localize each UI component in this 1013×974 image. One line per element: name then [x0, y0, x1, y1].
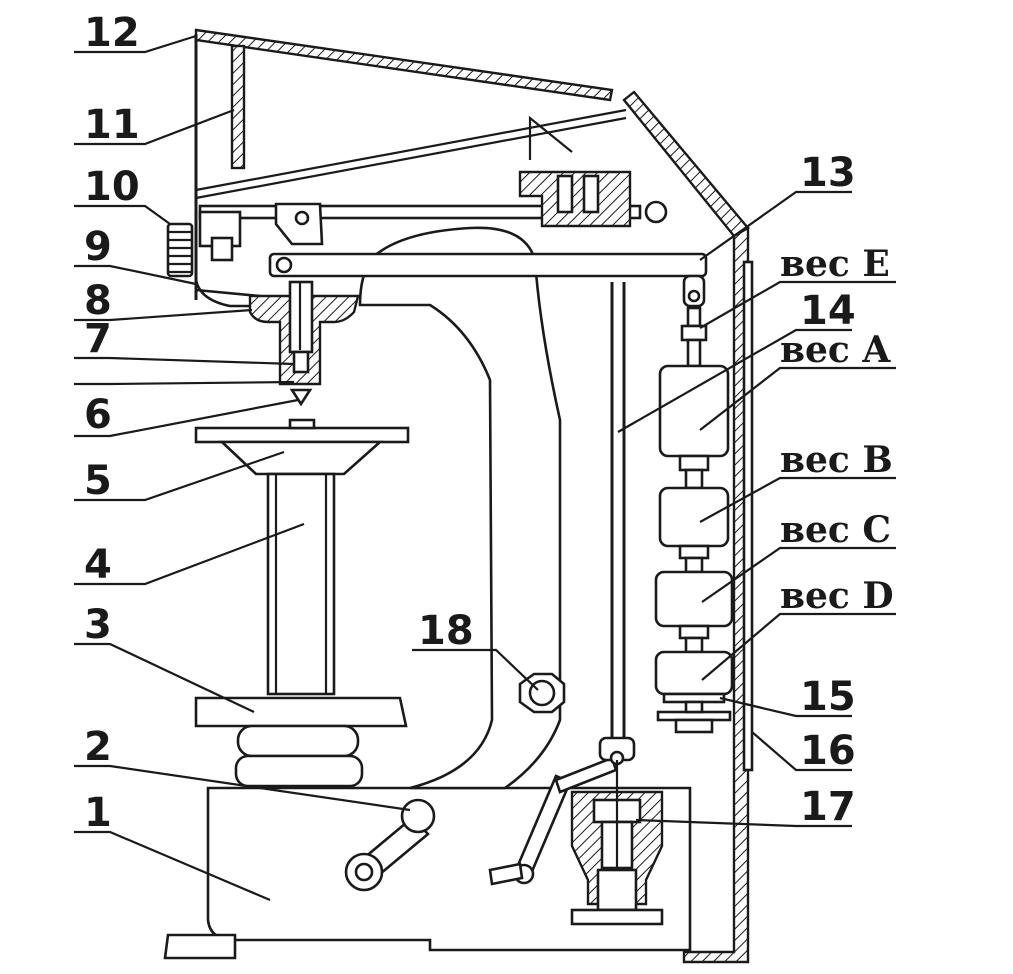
indenter-head [194, 279, 360, 407]
callout-7: 7 [84, 316, 112, 362]
housing-roof-right [622, 90, 750, 238]
handwheel[interactable] [166, 222, 194, 278]
callout-14: 14 [800, 288, 856, 334]
upper-lever-pivot [644, 200, 668, 224]
lifting-screw[interactable] [266, 472, 336, 696]
main-lever [268, 252, 708, 278]
callout-numbers: 12 11 10 9 8 7 6 5 4 3 2 1 18 13 14 15 1… [84, 10, 856, 836]
indenter-tip[interactable] [289, 388, 313, 407]
weight-label-c: вес C [780, 509, 891, 551]
callout-15: 15 [800, 674, 856, 720]
weight-label-a: вес A [780, 329, 891, 371]
load-handle[interactable] [344, 798, 436, 892]
callout-11: 11 [84, 102, 140, 148]
weight-d [654, 650, 734, 696]
lower-linkage [488, 756, 618, 886]
weight-stack [610, 274, 734, 748]
callout-18: 18 [418, 608, 474, 654]
frame-column [358, 226, 562, 790]
callout-1: 1 [84, 790, 112, 836]
weight-label-e: вес E [780, 243, 890, 285]
rider-weight [518, 170, 632, 228]
callout-3: 3 [84, 602, 112, 648]
side-panel [742, 260, 754, 772]
callout-10: 10 [84, 164, 140, 210]
weight-label-d: вес D [780, 575, 894, 617]
callout-5: 5 [84, 458, 112, 504]
lever-system [166, 115, 708, 278]
base-foot-left [163, 933, 237, 960]
weight-labels: вес E вес A вес B вес C вес D [780, 243, 894, 617]
weight-c [654, 570, 734, 628]
indenter-holder [292, 350, 310, 374]
callout-4: 4 [84, 542, 112, 588]
callout-2: 2 [84, 724, 112, 770]
table-support [218, 440, 384, 476]
weight-label-b: вес B [780, 439, 893, 481]
weight-b [658, 486, 730, 548]
handwheel-nut[interactable] [194, 696, 408, 728]
anvil-table[interactable] [194, 426, 410, 444]
callout-13: 13 [800, 150, 856, 196]
callout-16: 16 [800, 728, 856, 774]
leader-lines [74, 34, 896, 902]
side-panel-strip [230, 44, 246, 170]
callout-6: 6 [84, 392, 112, 438]
machine-body [163, 28, 754, 964]
table-assembly [194, 418, 410, 788]
callout-17: 17 [800, 784, 856, 830]
weight-e [680, 324, 708, 342]
callout-9: 9 [84, 224, 112, 270]
callout-12: 12 [84, 10, 140, 56]
weight-a [658, 364, 730, 458]
top-cover [194, 28, 614, 102]
callout-8: 8 [84, 278, 112, 324]
